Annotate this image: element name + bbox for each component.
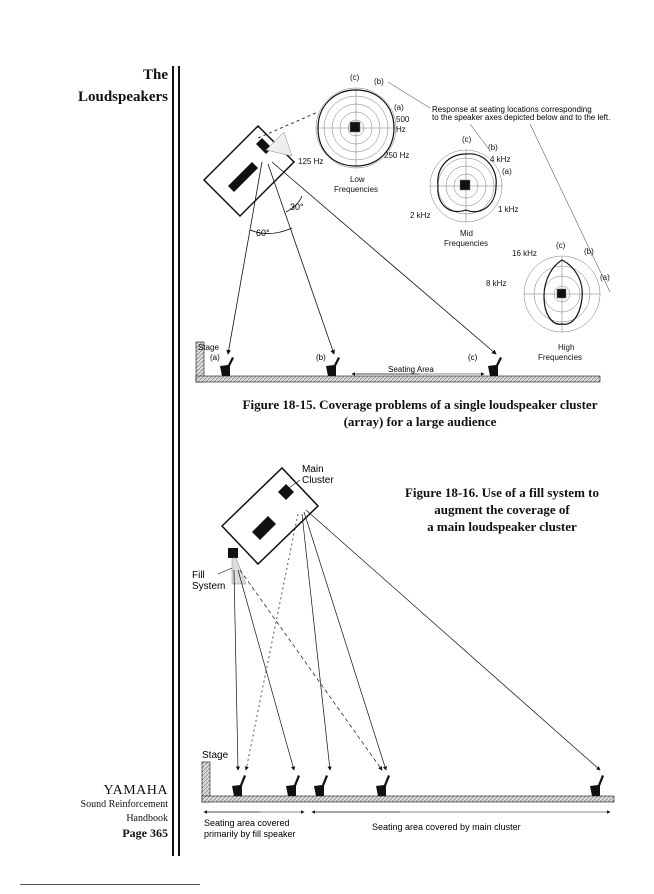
low-b-label: (b)	[374, 77, 384, 86]
high-16k-label: 16 kHz	[512, 249, 537, 258]
low-c-label: (c)	[350, 73, 360, 82]
polar-plot-mid	[429, 149, 503, 223]
fig16-coverage-lines	[233, 509, 601, 771]
fill-area-label-2: primarily by fill speaker	[204, 829, 296, 839]
low-a-label: (a)	[394, 103, 404, 112]
seat-a-label: (a)	[210, 353, 220, 362]
page-number: Page 365	[122, 826, 168, 840]
mid-label-2: Frequencies	[444, 239, 488, 248]
main-cluster-speaker	[220, 466, 320, 566]
vertical-rule-right	[178, 66, 180, 856]
footer-line2: Sound Reinforcement	[80, 799, 168, 810]
high-label-2: Frequencies	[538, 353, 582, 362]
mid-c-label: (c)	[462, 135, 472, 144]
main-cluster-label-2: Cluster	[302, 475, 334, 486]
fill-speaker	[228, 548, 238, 558]
high-a-label: (a)	[600, 273, 610, 282]
fill-area-label-1: Seating area covered	[204, 818, 290, 828]
fill-dispersion	[231, 557, 247, 585]
response-note-line2: to the speaker axes depicted below and t…	[432, 113, 610, 122]
section-title-line1: The	[142, 67, 168, 83]
angle-30-label: 30°	[290, 202, 304, 212]
seat-b-label: (b)	[316, 353, 326, 362]
low-hz-label: Hz	[396, 125, 406, 134]
fig16-caption-line2: augment the coverage of	[434, 502, 570, 517]
mid-a-label: (a)	[502, 167, 512, 176]
fig16-caption-line1: Figure 18-16. Use of a fill system to	[404, 485, 599, 500]
bottom-rule	[20, 884, 200, 885]
mid-b-label: (b)	[488, 143, 498, 152]
fill-leader	[217, 567, 233, 575]
low-label-1: Low	[350, 175, 365, 184]
fig16-stage-label: Stage	[202, 750, 229, 761]
fig15-caption-line2: (array) for a large audience	[343, 414, 497, 429]
seat-c-label: (c)	[468, 353, 478, 362]
angle-60-label: 60°	[256, 228, 270, 238]
note-leader-lines	[387, 81, 611, 293]
mid-1k-label: 1 kHz	[498, 205, 518, 214]
seats	[220, 357, 502, 376]
low-125-label: 125 Hz	[298, 157, 323, 166]
page-footer: YAMAHA Sound Reinforcement Handbook Page…	[80, 783, 168, 841]
fill-label-1: Fill	[192, 570, 205, 581]
mid-label-1: Mid	[460, 229, 473, 238]
low-250-label: 250 Hz	[384, 151, 409, 160]
footer-brand: YAMAHA	[103, 783, 168, 798]
figure-18-15-diagram: 30° 60° Stage (a) (b) (c) Seating Area (…	[195, 73, 611, 383]
figure-18-16-caption: Figure 18-16. Use of a fill system to au…	[386, 484, 618, 535]
fig16-floor	[201, 795, 615, 803]
high-b-label: (b)	[584, 247, 594, 256]
mid-2k-label: 2 kHz	[410, 211, 430, 220]
vertical-rule-left	[172, 66, 174, 856]
speaker-cluster	[202, 124, 296, 218]
polar-plot-low	[315, 87, 397, 169]
response-note-line1: Response at seating locations correspond…	[432, 105, 592, 114]
main-cluster-leader	[285, 479, 301, 491]
fig16-caption-line3: a main loudspeaker cluster	[427, 519, 577, 534]
figure-18-15-caption: Figure 18-15. Coverage problems of a sin…	[200, 396, 640, 430]
coverage-lines	[226, 161, 497, 355]
section-title-line2: Loudspeakers	[77, 89, 168, 105]
high-label-1: High	[558, 343, 574, 352]
fill-label-2: System	[192, 581, 225, 592]
floor	[195, 375, 601, 383]
fig16-seats	[232, 775, 604, 796]
main-cluster-label-1: Main	[302, 464, 324, 475]
main-area-label: Seating area covered by main cluster	[372, 822, 521, 832]
fig15-caption-line1: Figure 18-15. Coverage problems of a sin…	[242, 397, 598, 412]
mid-4k-label: 4 kHz	[490, 155, 510, 164]
figure-18-16-diagram: Main Cluster Fill System Stage Seating a…	[192, 464, 615, 839]
seating-area-label: Seating Area	[388, 365, 434, 374]
section-title: The Loudspeakers	[78, 64, 168, 108]
low-label-2: Frequencies	[334, 185, 378, 194]
footer-line3: Handbook	[126, 813, 168, 824]
high-8k-label: 8 kHz	[486, 279, 506, 288]
high-c-label: (c)	[556, 241, 566, 250]
low-500-label: 500	[396, 115, 410, 124]
stage-label: Stage	[198, 343, 219, 352]
dashed-link-low	[257, 111, 319, 139]
polar-plot-high	[523, 255, 601, 333]
